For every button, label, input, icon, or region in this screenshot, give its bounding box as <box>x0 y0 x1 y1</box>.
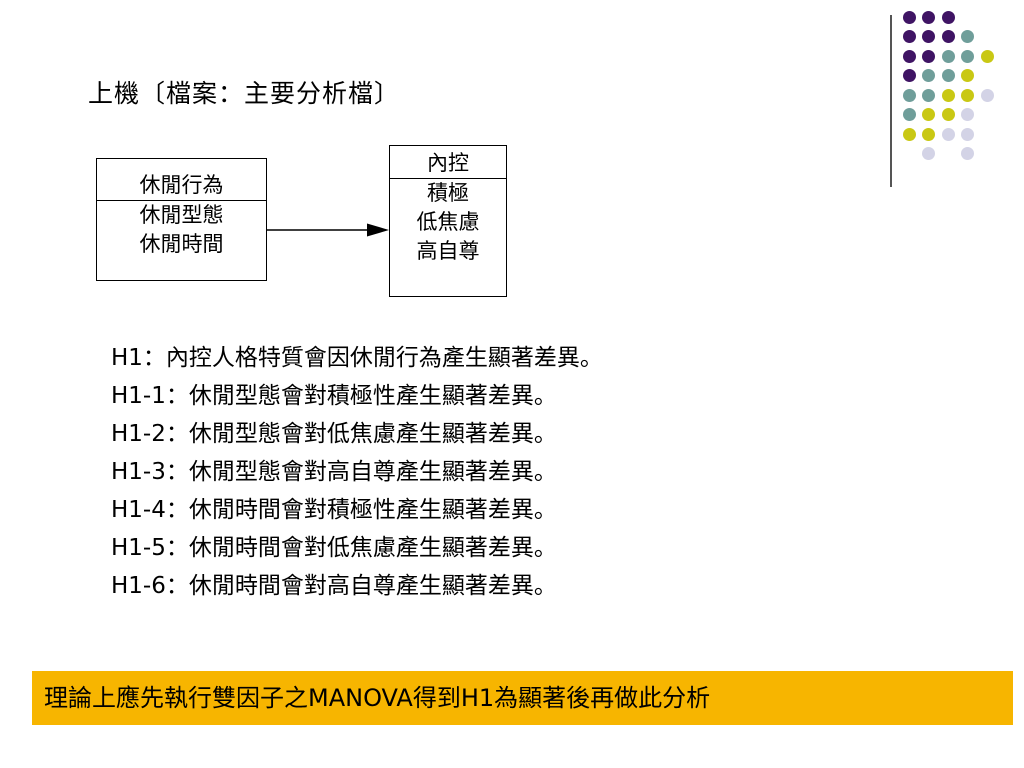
dependent-variable-header: 內控 <box>427 151 469 175</box>
decorative-dot <box>941 108 955 121</box>
note-banner: 理論上應先執行雙因子之MANOVA得到H1為顯著後再做此分析 <box>32 671 1013 725</box>
dependent-variable-item: 高自尊 <box>416 239 480 263</box>
decorative-dot <box>961 30 974 43</box>
decorative-dot <box>980 49 994 63</box>
decorative-dot <box>902 10 916 24</box>
hypothesis-item: H1-4：休閒時間會對積極性產生顯著差異。 <box>111 497 557 523</box>
hypothesis-item: H1-5：休閒時間會對低焦慮產生顯著差異。 <box>111 535 557 561</box>
decorative-dot <box>922 69 935 82</box>
independent-variable-item: 休閒時間 <box>139 232 224 256</box>
decorative-dot <box>961 49 974 63</box>
independent-variable-box: 休閒行為 休閒型態 休閒時間 <box>96 158 267 281</box>
relationship-arrow <box>266 223 389 237</box>
hypothesis-item: H1-6：休閒時間會對高自尊產生顯著差異。 <box>111 573 557 599</box>
slide-title: 上機〔檔案：主要分析檔〕 <box>88 79 401 108</box>
decorative-dot <box>922 147 935 160</box>
decorative-dot <box>902 108 916 121</box>
decorative-dot <box>980 88 994 102</box>
decorative-dot <box>941 88 955 102</box>
dependent-variable-item: 積極 <box>427 181 469 205</box>
decorative-dot <box>941 127 955 141</box>
hypothesis-item: H1-1：休閒型態會對積極性產生顯著差異。 <box>111 383 557 409</box>
box-divider: 休閒型態 休閒時間 <box>97 200 266 259</box>
decorative-dot <box>902 88 916 102</box>
decorative-dot <box>961 88 974 102</box>
decorative-dot <box>902 30 916 43</box>
decorative-dot <box>941 49 955 63</box>
decorative-dot <box>941 10 955 24</box>
independent-variable-item: 休閒型態 <box>139 203 224 227</box>
box-divider: 積極 低焦慮 高自尊 <box>390 178 506 266</box>
hypothesis-item: H1-3：休閒型態會對高自尊產生顯著差異。 <box>111 459 557 485</box>
decorative-dot <box>902 69 916 82</box>
decorative-dot <box>902 127 916 141</box>
decorative-dot <box>961 108 974 121</box>
independent-variable-header: 休閒行為 <box>139 173 224 197</box>
hypothesis-item: H1-2：休閒型態會對低焦慮產生顯著差異。 <box>111 421 557 447</box>
decorative-dot <box>922 88 935 102</box>
hypothesis-list: H1：內控人格特質會因休閒行為產生顯著差異。 H1-1：休閒型態會對積極性產生顯… <box>111 339 603 605</box>
decorative-dot <box>922 127 935 141</box>
dependent-variable-item: 低焦慮 <box>416 210 480 234</box>
decorative-dot <box>922 30 935 43</box>
decorative-dot <box>961 127 974 141</box>
decorative-dot <box>922 10 935 24</box>
decorative-dot <box>922 49 935 63</box>
hypothesis-item: H1：內控人格特質會因休閒行為產生顯著差異。 <box>111 345 603 371</box>
decorative-dot <box>941 69 955 82</box>
decorative-dot <box>941 30 955 43</box>
decorative-dot <box>961 147 974 160</box>
vertical-divider <box>890 15 892 187</box>
decorative-dot <box>922 108 935 121</box>
dependent-variable-box: 內控 積極 低焦慮 高自尊 <box>389 145 507 297</box>
decorative-dot <box>902 49 916 63</box>
decorative-dot <box>961 69 974 82</box>
